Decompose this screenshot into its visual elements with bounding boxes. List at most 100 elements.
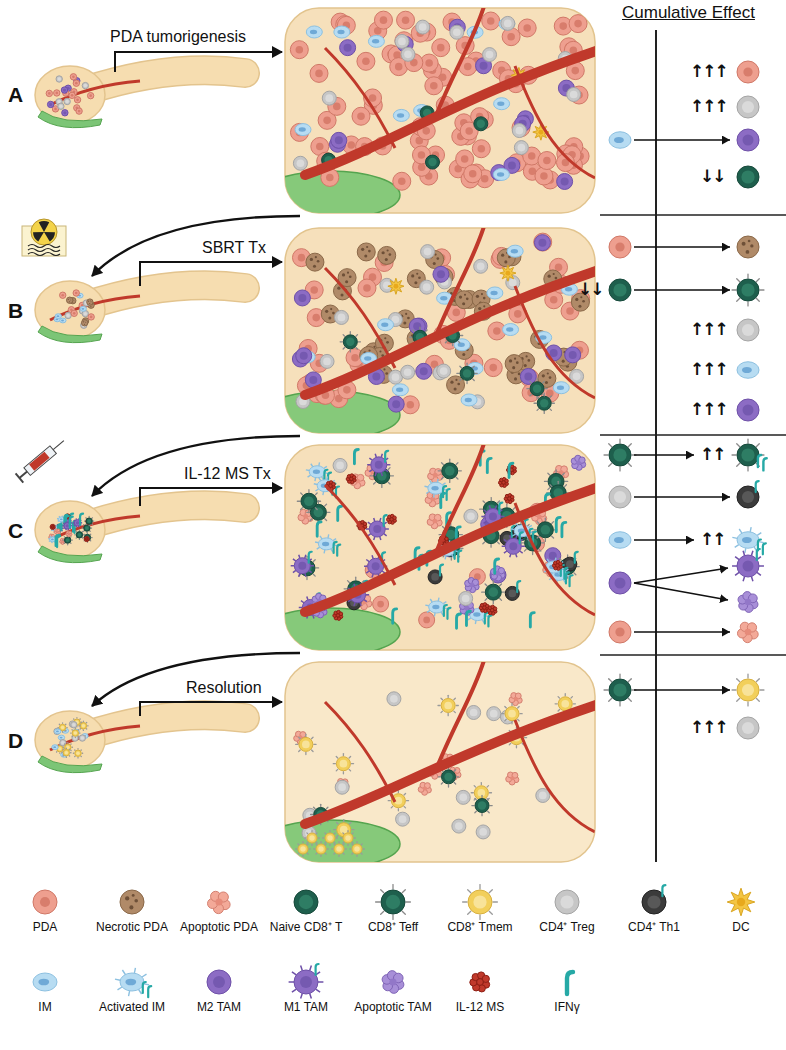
cell-body: [420, 280, 434, 294]
cell-tmem: [296, 734, 316, 754]
cell-body: [540, 172, 548, 180]
cell-receptor: [555, 470, 556, 473]
cell-receptor: [299, 750, 301, 752]
tissue-cells: [285, 228, 595, 433]
cell-body: [561, 700, 569, 708]
cell-body: [493, 327, 501, 335]
cell-treg: [437, 364, 451, 378]
tissue-zoom: [260, 3, 605, 219]
cell-body: [482, 12, 500, 30]
cell-nucleus: [458, 343, 465, 347]
cell-body: [555, 277, 558, 280]
cell-body: [416, 363, 432, 379]
cell-body: [325, 833, 335, 843]
cell-treg: [501, 16, 515, 30]
ifn-gamma-symbol: [447, 489, 450, 500]
cell-body: [433, 262, 436, 265]
cell-receptor: [342, 842, 344, 844]
cell-teff: [527, 379, 547, 399]
cell-body: [504, 20, 512, 28]
cell-apda: [350, 474, 365, 489]
cell-body: [329, 484, 332, 487]
cell-receptor: [488, 798, 490, 800]
cell-tmem: [332, 842, 347, 857]
cell-receptor: [306, 577, 307, 580]
cell-receptor: [488, 811, 490, 813]
cell-aim: [315, 534, 340, 555]
cell-body: [464, 63, 472, 71]
cell-body: [478, 801, 486, 809]
cell-body: [392, 400, 400, 408]
cell-body: [507, 245, 523, 257]
cell-receptor: [398, 809, 399, 811]
cell-body: [487, 17, 495, 25]
cell-body: [418, 164, 426, 172]
cell-body: [398, 177, 406, 185]
cell-body: [419, 23, 427, 31]
cell-receptor: [314, 807, 316, 809]
cell-receptor: [324, 832, 326, 834]
cell-spike: [374, 518, 375, 521]
cell-body: [303, 514, 308, 519]
cell-receptor: [315, 843, 317, 845]
cell-body: [392, 373, 400, 381]
cell-body: [450, 381, 453, 384]
cell-body: [463, 369, 471, 377]
cell-receptor: [337, 823, 339, 825]
cell-treg: [335, 780, 349, 794]
ifn-gamma-symbol: [556, 517, 560, 531]
cell-spike: [489, 506, 490, 509]
blood-vessel: [305, 702, 595, 824]
cell-receptor: [349, 757, 351, 759]
cell-body: [501, 254, 504, 257]
cell-receptor: [473, 379, 475, 381]
cell-nucleus: [432, 605, 439, 609]
cell-body: [484, 359, 502, 377]
cell-treg: [293, 156, 307, 170]
cell-receptor: [302, 842, 303, 843]
cell-body: [345, 280, 348, 283]
cell-body: [399, 815, 407, 823]
cell-body: [433, 473, 438, 478]
cell-ifn: [441, 493, 445, 507]
cell-body: [507, 33, 515, 41]
cell-spike: [501, 516, 505, 518]
cell-body: [373, 525, 381, 533]
cell-body: [372, 373, 380, 381]
cell-receptor: [500, 599, 502, 601]
cell-receptor: [534, 403, 536, 404]
blood-vessel: [305, 268, 595, 395]
cell-receptor: [487, 786, 489, 788]
cell-ifn: [317, 522, 321, 536]
cell-body: [514, 358, 516, 360]
cell-body: [545, 381, 548, 384]
cell-treg: [459, 592, 473, 606]
cell-spike: [301, 601, 304, 603]
cell-receptor: [334, 832, 336, 834]
cell-spike: [520, 551, 523, 553]
cell-receptor: [466, 363, 467, 365]
cell-tmem: [323, 831, 338, 846]
cell-body: [425, 59, 433, 67]
cell-body: [320, 354, 334, 368]
ifn-gamma-symbol: [564, 568, 567, 579]
cell-receptor: [483, 542, 485, 544]
cell-body: [295, 124, 311, 136]
cell-body: [407, 401, 415, 409]
cell-body: [559, 22, 567, 30]
cell-receptor: [361, 853, 363, 855]
cell-receptor: [413, 330, 415, 332]
cell-receptor: [326, 807, 328, 809]
cell-nucleus: [397, 113, 404, 117]
cell-body: [464, 165, 482, 183]
cell-receptor: [441, 711, 443, 713]
cell-receptor: [332, 848, 333, 849]
cell-receptor: [565, 481, 568, 482]
cell-treg: [464, 509, 478, 523]
cell-teff: [534, 518, 557, 541]
cell-receptor: [315, 508, 317, 510]
cell-spike: [299, 607, 303, 609]
cell-receptor: [438, 705, 440, 706]
cell-body: [486, 51, 494, 59]
blood-vessel: [435, 8, 485, 118]
